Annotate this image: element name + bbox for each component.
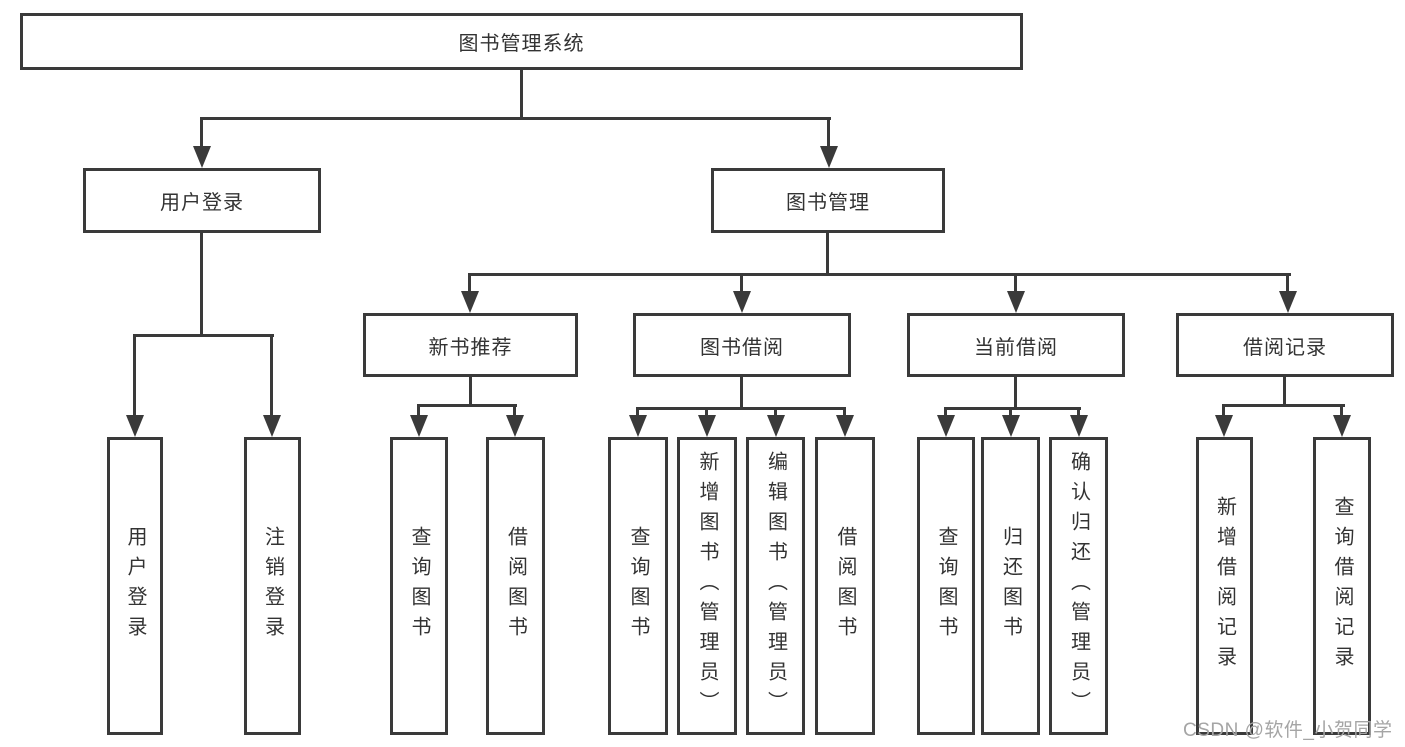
arrowhead-icon bbox=[263, 415, 281, 437]
leaf-bb-borrow-books: 借阅图书 bbox=[815, 437, 875, 735]
connector-leaf-stem bbox=[1077, 407, 1080, 419]
connector-leaf-stem bbox=[1222, 404, 1225, 419]
connector-level3-stem bbox=[1286, 273, 1289, 295]
leaf-nb-query-books-label: 查询图书 bbox=[408, 526, 430, 646]
leaf-cb-return-books: 归还图书 bbox=[981, 437, 1040, 735]
arrowhead-icon bbox=[193, 146, 211, 168]
connector-leaf-stem bbox=[133, 334, 136, 419]
leaf-bb-query-books: 查询图书 bbox=[608, 437, 668, 735]
connector-book-mgmt-stem bbox=[827, 117, 830, 150]
leaf-cb-query-books: 查询图书 bbox=[917, 437, 975, 735]
arrowhead-icon bbox=[461, 291, 479, 313]
connector-level3-stem bbox=[1014, 273, 1017, 295]
connector-cb-bar bbox=[944, 407, 1081, 410]
connector-leaf-stem bbox=[1340, 404, 1343, 419]
leaf-cb-confirm-return-admin: 确认归还（管理员） bbox=[1049, 437, 1108, 735]
node-current-borrowing-label: 当前借阅 bbox=[974, 336, 1058, 359]
node-book-management-label: 图书管理 bbox=[786, 192, 870, 214]
connector-bb-bar bbox=[636, 407, 846, 410]
leaf-bb-edit-books-admin: 编辑图书（管理员） bbox=[746, 437, 805, 735]
arrowhead-icon bbox=[836, 415, 854, 437]
connector-level3-bar bbox=[469, 273, 1291, 276]
connector-bb-down bbox=[740, 377, 743, 410]
leaf-bb-edit-books-admin-label: 编辑图书（管理员） bbox=[764, 451, 787, 721]
node-book-management: 图书管理 bbox=[711, 168, 945, 233]
leaf-cb-return-books-label: 归还图书 bbox=[999, 526, 1022, 646]
node-user-login-label: 用户登录 bbox=[160, 192, 244, 214]
leaf-bb-add-books-admin-label: 新增图书（管理员） bbox=[696, 451, 718, 721]
leaf-br-add-record-label: 新增借阅记录 bbox=[1213, 496, 1236, 676]
arrowhead-icon bbox=[1279, 291, 1297, 313]
arrowhead-icon bbox=[767, 415, 785, 437]
connector-user-login-stem bbox=[200, 117, 203, 150]
connector-nb-bar bbox=[417, 404, 517, 407]
node-root: 图书管理系统 bbox=[20, 13, 1023, 70]
leaf-cb-confirm-return-admin-label: 确认归还（管理员） bbox=[1067, 451, 1090, 721]
connector-level3-stem bbox=[740, 273, 743, 295]
arrowhead-icon bbox=[1007, 291, 1025, 313]
connector-nb-down bbox=[469, 377, 472, 407]
connector-user-login-bar bbox=[134, 334, 274, 337]
arrowhead-icon bbox=[629, 415, 647, 437]
node-user-login: 用户登录 bbox=[83, 168, 321, 233]
connector-leaf-stem bbox=[774, 407, 777, 419]
leaf-logout: 注销登录 bbox=[244, 437, 301, 735]
node-current-borrowing: 当前借阅 bbox=[907, 313, 1125, 377]
connector-level3-stem bbox=[468, 273, 471, 295]
leaf-user-login: 用户登录 bbox=[107, 437, 163, 735]
leaf-user-login-label: 用户登录 bbox=[124, 526, 146, 646]
connector-leaf-stem bbox=[944, 407, 947, 419]
leaf-br-query-record-label: 查询借阅记录 bbox=[1331, 496, 1353, 676]
connector-leaf-stem bbox=[270, 334, 273, 419]
connector-leaf-stem bbox=[417, 404, 420, 419]
connector-leaf-stem bbox=[513, 404, 516, 419]
node-borrowing-records-label: 借阅记录 bbox=[1243, 336, 1327, 359]
node-root-label: 图书管理系统 bbox=[458, 33, 585, 55]
leaf-bb-query-books-label: 查询图书 bbox=[627, 526, 649, 646]
connector-leaf-stem bbox=[1009, 407, 1012, 419]
leaf-nb-borrow-books-label: 借阅图书 bbox=[504, 526, 527, 646]
connector-book-mgmt-down bbox=[826, 233, 829, 276]
connector-br-bar bbox=[1222, 404, 1345, 407]
node-new-book-recommend: 新书推荐 bbox=[363, 313, 578, 377]
arrowhead-icon bbox=[1002, 415, 1020, 437]
arrowhead-icon bbox=[698, 415, 716, 437]
connector-root-stem bbox=[520, 70, 523, 120]
connector-cb-down bbox=[1014, 377, 1017, 410]
connector-level2-bar bbox=[201, 117, 831, 120]
arrowhead-icon bbox=[410, 415, 428, 437]
arrowhead-icon bbox=[506, 415, 524, 437]
node-book-borrowing: 图书借阅 bbox=[633, 313, 851, 377]
leaf-nb-query-books: 查询图书 bbox=[390, 437, 448, 735]
arrowhead-icon bbox=[1070, 415, 1088, 437]
csdn-watermark: CSDN @软件_小贺同学 bbox=[1183, 720, 1393, 741]
connector-br-down bbox=[1283, 377, 1286, 407]
node-new-book-recommend-label: 新书推荐 bbox=[428, 336, 513, 359]
leaf-logout-label: 注销登录 bbox=[261, 526, 284, 646]
node-borrowing-records: 借阅记录 bbox=[1176, 313, 1394, 377]
connector-leaf-stem bbox=[636, 407, 639, 419]
connector-leaf-stem bbox=[705, 407, 708, 419]
connector-user-login-down bbox=[200, 233, 203, 337]
connector-leaf-stem bbox=[843, 407, 846, 419]
arrowhead-icon bbox=[1333, 415, 1351, 437]
leaf-cb-query-books-label: 查询图书 bbox=[935, 526, 957, 646]
node-book-borrowing-label: 图书借阅 bbox=[700, 336, 784, 359]
leaf-bb-add-books-admin: 新增图书（管理员） bbox=[677, 437, 737, 735]
arrowhead-icon bbox=[937, 415, 955, 437]
leaf-bb-borrow-books-label: 借阅图书 bbox=[834, 526, 856, 646]
leaf-nb-borrow-books: 借阅图书 bbox=[486, 437, 545, 735]
arrowhead-icon bbox=[126, 415, 144, 437]
arrowhead-icon bbox=[820, 146, 838, 168]
leaf-br-query-record: 查询借阅记录 bbox=[1313, 437, 1371, 735]
arrowhead-icon bbox=[1215, 415, 1233, 437]
leaf-br-add-record: 新增借阅记录 bbox=[1196, 437, 1253, 735]
arrowhead-icon bbox=[733, 291, 751, 313]
